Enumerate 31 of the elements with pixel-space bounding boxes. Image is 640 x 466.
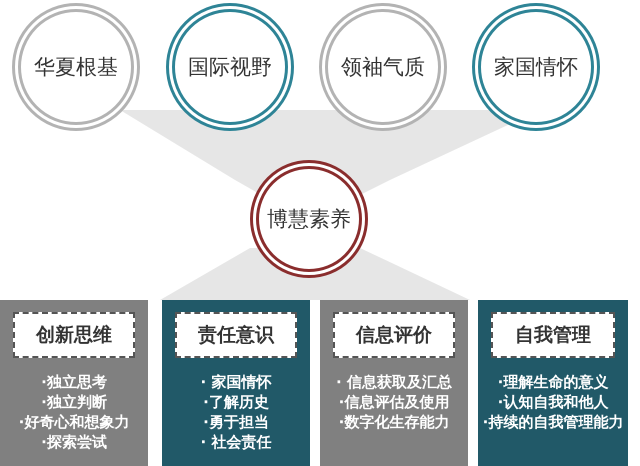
category-title: 自我管理 bbox=[515, 323, 591, 348]
bullet-item: ·了解历史 bbox=[202, 392, 270, 412]
title-box bbox=[13, 312, 135, 358]
category-panel bbox=[0, 300, 148, 466]
category-title: 创新思维 bbox=[36, 323, 112, 348]
bullet-item: · 信息获取及汇总 bbox=[335, 372, 453, 392]
title-box bbox=[175, 312, 297, 358]
category-title: 责任意识 bbox=[198, 323, 274, 348]
circle-label: 国际视野 bbox=[188, 54, 272, 81]
circle-label: 华夏根基 bbox=[34, 54, 118, 81]
bullet-item: · 家国情怀 bbox=[200, 372, 272, 392]
circle-label: 家国情怀 bbox=[494, 54, 578, 81]
bullet-item: ·认知自我和他人 bbox=[496, 392, 610, 412]
bullet-item: ·理解生命的意义 bbox=[496, 372, 610, 392]
title-box bbox=[491, 312, 615, 358]
bullet-item: ·勇于担当 bbox=[202, 412, 270, 432]
bullet-item: ·独立判断 bbox=[40, 392, 108, 412]
bullet-item: ·好奇心和想象力 bbox=[18, 412, 130, 432]
category-title: 信息评价 bbox=[356, 323, 432, 348]
bullet-item: ·持续的自我管理能力 bbox=[482, 412, 624, 432]
bullet-item: ·探索尝试 bbox=[40, 432, 108, 452]
title-box bbox=[333, 312, 455, 358]
bullet-item: ·信息评估及使用 bbox=[338, 392, 450, 412]
bullet-item: ·数字化生存能力 bbox=[338, 412, 450, 432]
category-panel bbox=[162, 300, 310, 466]
bullet-item: · 社会责任 bbox=[200, 432, 272, 452]
circle-label: 领袖气质 bbox=[341, 54, 425, 81]
category-panel bbox=[478, 300, 628, 466]
category-panel bbox=[320, 300, 468, 466]
bullet-item: ·独立思考 bbox=[40, 372, 108, 392]
circle-label: 博慧素养 bbox=[267, 206, 351, 233]
